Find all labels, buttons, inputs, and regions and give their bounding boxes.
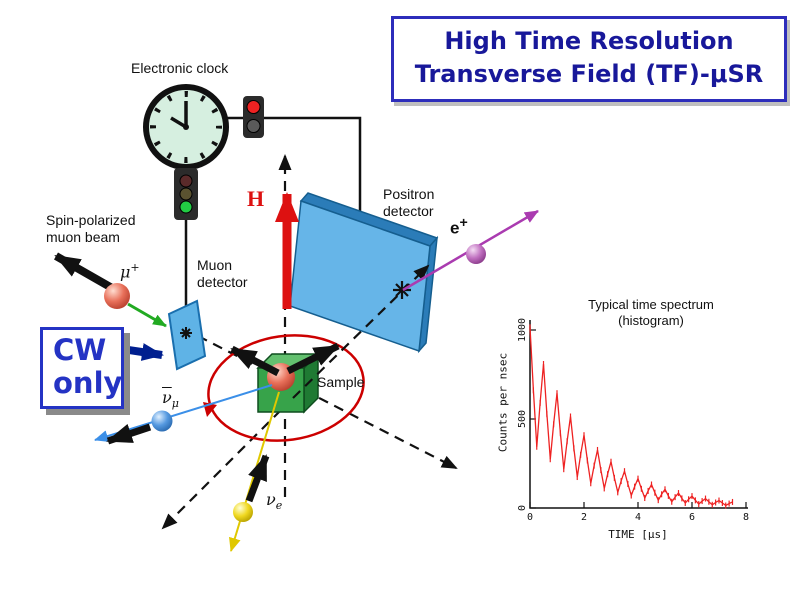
positron-detector-plate	[289, 192, 439, 354]
muon-detector-spark-icon	[180, 327, 192, 339]
muon-detector-label-line2: detector	[197, 274, 248, 290]
cw-box-line1: CW	[53, 333, 107, 367]
muon-detector-label: Muon detector	[197, 257, 248, 291]
svg-text:500: 500	[517, 410, 528, 428]
positron-detector-label-line1: Positron	[383, 186, 435, 202]
muon-label: μ+	[120, 261, 140, 281]
muon-symbol: μ	[120, 262, 131, 282]
svg-text:0: 0	[517, 505, 528, 511]
slide-title: High Time Resolution Transverse Field (T…	[391, 16, 787, 102]
positron-detector-label-line2: detector	[383, 203, 434, 219]
electron-neutrino-label: νe	[266, 490, 282, 512]
time-spectrum-chart: 0 2 4 6 8 0 500 1000	[517, 318, 749, 523]
sample-label: Sample	[317, 374, 365, 390]
antineutrino-symbol: ν	[162, 388, 172, 407]
svg-text:1000: 1000	[517, 318, 528, 342]
traffic-light-green-icon	[174, 168, 198, 220]
slide-title-line1: High Time Resolution	[444, 27, 734, 55]
chart-x-axis-label: TIME [μs]	[608, 528, 668, 541]
muon-antineutrino-label: νμ	[162, 388, 179, 410]
chart-title-line2: (histogram)	[618, 313, 684, 328]
neutrino-arrow	[245, 454, 270, 503]
chart-y-axis-label: Counts per nsec	[496, 352, 510, 453]
antineutrino-sphere	[151, 410, 173, 432]
positron-symbol: e	[450, 218, 460, 238]
field-label: H	[247, 186, 265, 211]
neutrino-symbol: ν	[266, 490, 276, 509]
electronic-clock-label: Electronic clock	[131, 60, 229, 76]
svg-text:2: 2	[581, 512, 587, 523]
positron-detector-spark-icon	[393, 281, 411, 299]
neutrino-track	[229, 391, 280, 552]
muon-beam-label-line1: Spin-polarized	[46, 212, 136, 228]
muon-detector-plate	[167, 299, 207, 371]
cw-box-line2: only	[53, 366, 123, 400]
cw-only-box: CW only	[40, 327, 124, 409]
svg-text:6: 6	[689, 512, 695, 523]
antineutrino-flavour: μ	[171, 397, 179, 411]
muon-detector-label-line1: Muon	[197, 257, 233, 273]
slide-title-line2: Transverse Field (TF)-μSR	[414, 60, 764, 88]
muon-beam-label-line2: muon beam	[46, 229, 120, 245]
muon-track	[127, 302, 167, 328]
muon-sphere	[104, 283, 130, 309]
svg-text:4: 4	[635, 512, 641, 523]
neutrino-flavour: e	[275, 499, 283, 513]
muon-beam-arrow	[54, 252, 114, 292]
chart-title-line1: Typical time spectrum	[588, 297, 714, 312]
svg-text:8: 8	[743, 512, 749, 523]
positron-charge: +	[459, 215, 468, 231]
muon-beam-label: Spin-polarized muon beam	[46, 212, 136, 246]
clock-icon	[143, 84, 229, 170]
neutrino-sphere	[233, 502, 253, 522]
svg-text:0: 0	[527, 512, 533, 523]
positron-label: e+	[450, 215, 468, 239]
positron-sphere	[466, 244, 486, 264]
traffic-light-red-icon	[243, 96, 264, 138]
positron-detector-label: Positron detector	[383, 186, 434, 220]
cw-arrow	[121, 343, 164, 361]
chart-title: Typical time spectrum (histogram)	[556, 297, 746, 329]
antineutrino-arrow	[106, 423, 152, 445]
sample-spin-arrows	[230, 342, 340, 377]
muon-charge: +	[130, 261, 140, 274]
